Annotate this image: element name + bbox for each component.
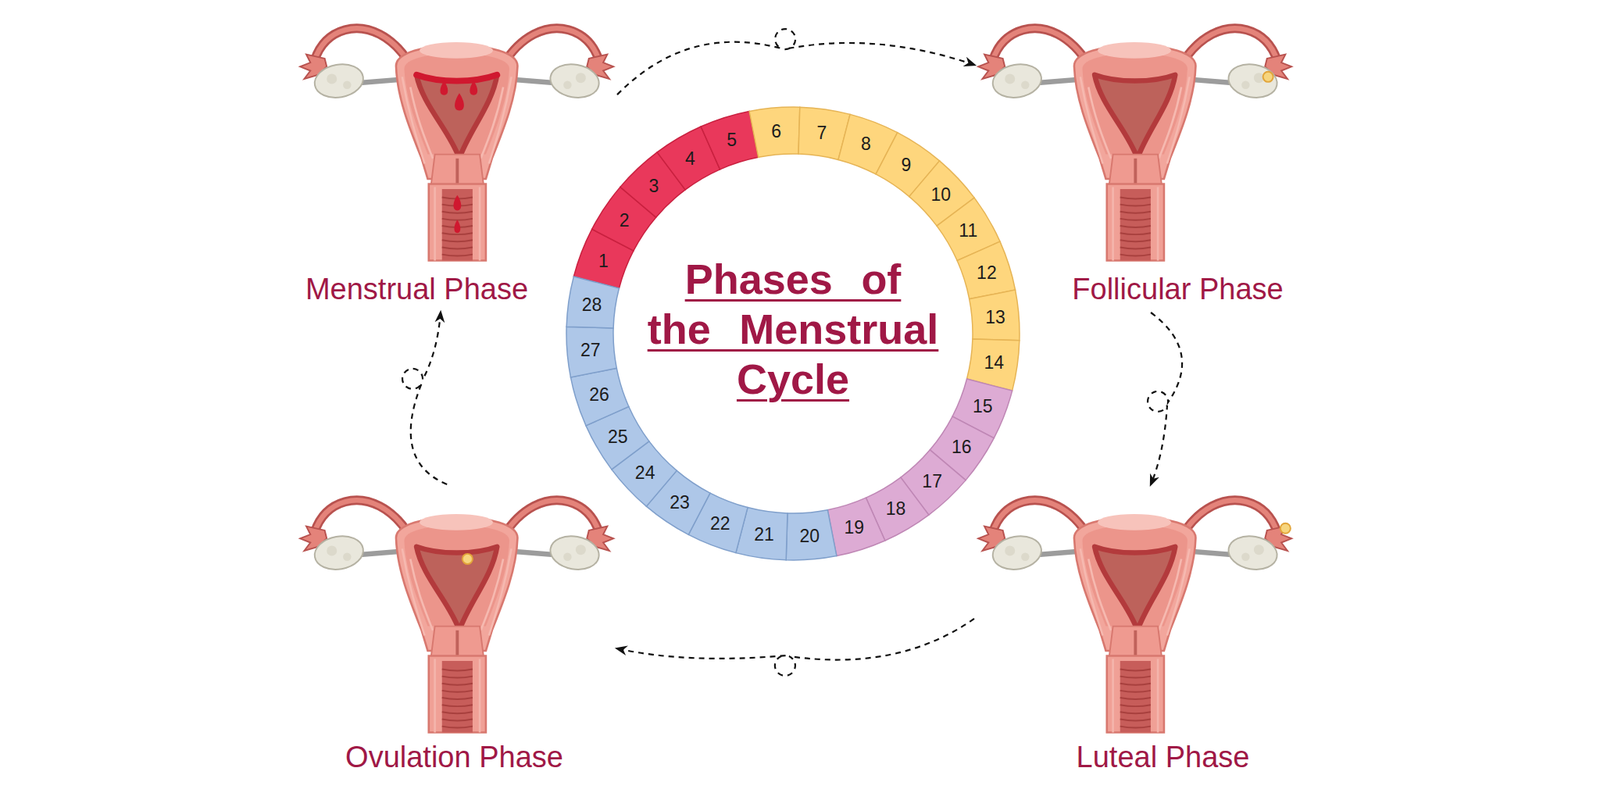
ovulation-illustration	[300, 500, 614, 733]
egg-cell	[1280, 523, 1291, 534]
day-number: 15	[972, 397, 993, 416]
day-number: 9	[901, 156, 912, 175]
day-number: 8	[860, 135, 872, 154]
day-number: 5	[726, 131, 737, 150]
segment-shape	[566, 326, 617, 378]
day-number: 25	[607, 427, 629, 446]
day-number: 27	[580, 341, 601, 360]
blood-drop	[439, 81, 448, 96]
day-segment: 13	[967, 288, 1022, 343]
phase-label: Menstrual Phase	[305, 271, 529, 308]
phase-node: Menstrual Phase	[296, 14, 618, 313]
egg-cell	[1263, 71, 1274, 83]
day-number: 1	[598, 251, 609, 270]
day-number: 14	[984, 353, 1005, 372]
day-number: 17	[921, 472, 943, 491]
menstrual-illustration	[300, 28, 614, 261]
blood-drop	[469, 81, 478, 96]
phase-label: Follicular Phase	[1071, 271, 1283, 308]
day-number: 21	[753, 525, 775, 544]
cycle-arrow	[617, 28, 975, 95]
day-number: 13	[985, 307, 1006, 326]
day-number: 4	[685, 149, 696, 168]
day-segment: 20	[784, 507, 839, 562]
segment-shape	[570, 367, 629, 425]
diagram-title: Phases of the Menstrual Cycle	[643, 253, 943, 404]
follicular-illustration	[978, 28, 1292, 261]
day-number: 22	[710, 514, 731, 533]
day-number: 10	[931, 185, 952, 204]
blood-drop	[453, 195, 461, 211]
cycle-arrow	[402, 312, 447, 485]
day-number: 19	[844, 517, 865, 536]
day-number: 11	[958, 221, 978, 240]
cycle-arrow	[1147, 312, 1183, 485]
phase-label: Luteal Phase	[1076, 739, 1250, 775]
day-segment: 27	[564, 325, 619, 379]
day-number: 23	[669, 492, 690, 511]
segment-shape	[957, 241, 1015, 299]
segment-shape	[749, 107, 800, 158]
day-number: 24	[635, 464, 656, 483]
day-segment: 28	[564, 274, 622, 331]
luteal-illustration	[978, 500, 1292, 733]
segment-shape	[785, 510, 837, 561]
uterus-drawing	[300, 28, 614, 261]
day-number: 3	[648, 176, 659, 195]
uterus-drawing	[978, 500, 1292, 733]
phase-node: Ovulation Phase	[296, 484, 618, 783]
day-number: 26	[589, 385, 610, 404]
uterus-drawing	[978, 28, 1292, 261]
day-number: 12	[976, 263, 997, 282]
cycle-arrow	[617, 618, 975, 676]
day-number: 20	[799, 527, 820, 546]
segment-shape	[969, 289, 1020, 341]
phase-node: Follicular Phase	[974, 14, 1296, 313]
day-number: 28	[582, 296, 603, 315]
day-number: 2	[619, 211, 630, 230]
segment-shape	[827, 497, 885, 556]
blood-drop	[453, 219, 461, 233]
phase-label: Ovulation Phase	[345, 739, 564, 775]
day-number: 18	[885, 500, 907, 518]
day-number: 16	[951, 437, 972, 456]
uterus-drawing	[300, 500, 614, 733]
day-segment: 6	[747, 105, 802, 160]
day-number: 6	[771, 121, 782, 140]
segment-shape	[700, 110, 758, 169]
blood-drop	[454, 92, 465, 111]
phase-node: Luteal Phase	[974, 484, 1296, 783]
segment-shape	[566, 276, 619, 329]
shedding-lining	[416, 75, 497, 82]
day-number: 7	[817, 123, 828, 142]
egg-cell	[462, 553, 473, 565]
